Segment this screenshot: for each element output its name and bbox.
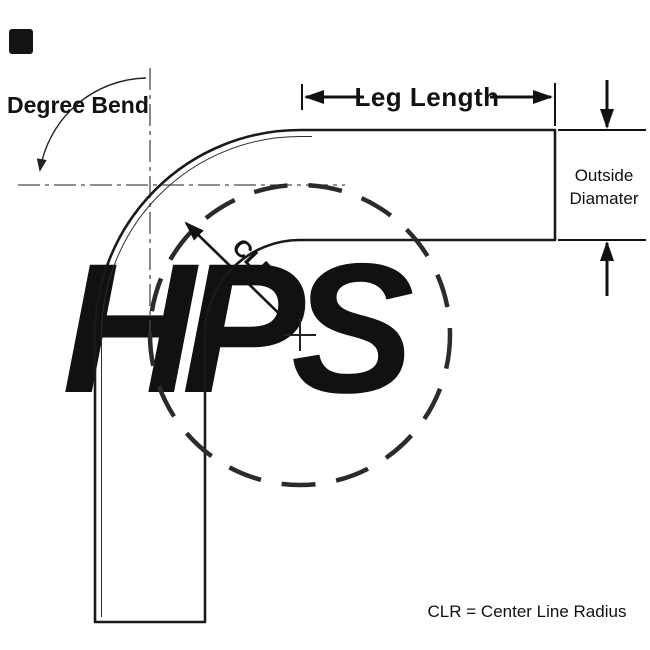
clr-circle [147, 182, 453, 488]
leg-length-label: Leg Length [354, 82, 499, 112]
watermark-text: HPS [62, 226, 413, 432]
outside-diameter-label-line1: Outside [575, 166, 634, 185]
clr-arrow [184, 221, 297, 331]
leg-length-dimension: Leg Length [301, 82, 556, 126]
center-cross [284, 319, 316, 351]
tube-outline [93, 128, 557, 624]
tube-wall-inner-line [101, 136, 312, 617]
clr-note: CLR = Center Line Radius [428, 602, 627, 621]
outside-diameter-label-line2: Diamater [570, 189, 639, 208]
outside-diameter-dimension: Outside Diamater [558, 80, 646, 296]
degree-bend-label: Degree Bend [7, 92, 149, 118]
degree-bend-arc-arrow [36, 77, 147, 172]
logo-mark [9, 29, 33, 54]
